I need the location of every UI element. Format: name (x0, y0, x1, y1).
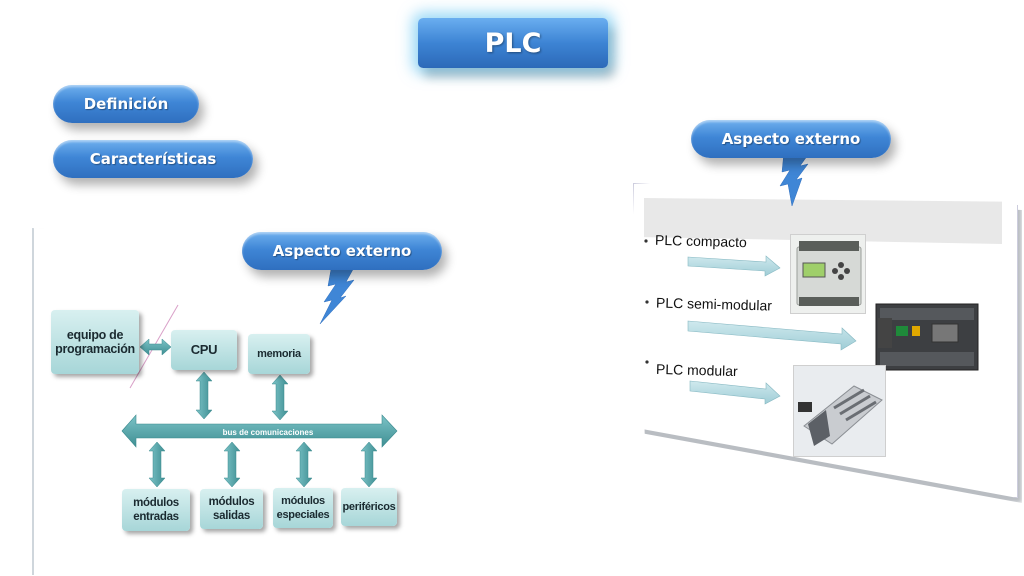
modular-arrow (689, 380, 781, 405)
memoria-label: memoria (257, 348, 301, 360)
aspecto-externo-callout-left[interactable]: Aspecto externo (242, 232, 442, 270)
plc-compacto-image (790, 234, 866, 314)
caracteristicas-button[interactable]: Características (53, 140, 253, 178)
bus-arrow (121, 414, 398, 448)
equipo-line1: equipo de (66, 328, 124, 342)
memoria-bus-arrow (271, 374, 289, 421)
entradas-line2: entradas (133, 511, 179, 523)
cpu-bus-arrow (195, 371, 213, 420)
plc-modular-drawing (798, 385, 883, 446)
title-box[interactable]: PLC (418, 18, 608, 68)
modulos-especiales-block: módulos especiales (273, 488, 333, 528)
page-title: PLC (484, 27, 542, 59)
salidas-line1: módulos (208, 496, 255, 508)
plc-compacto-drawing (796, 241, 862, 306)
cpu-block: CPU (171, 330, 237, 370)
callout-tail-right (779, 151, 811, 207)
plc-compacto-label: PLC compacto (654, 231, 748, 251)
perifericos-bus-arrow (360, 441, 378, 488)
modulos-salidas-block: módulos salidas (200, 489, 263, 529)
plc-modular-label: PLC modular (655, 360, 738, 380)
definicion-button[interactable]: Definición (53, 85, 199, 123)
plc-semimodular-drawing (875, 303, 979, 371)
compacto-arrow (687, 255, 781, 277)
perifericos-label: periféricos (342, 501, 396, 513)
perifericos-block: periféricos (341, 488, 397, 526)
bus-label: bus de comunicaciones (223, 428, 314, 437)
definicion-label: Definición (83, 95, 169, 113)
cpu-label: CPU (190, 342, 218, 357)
entradas-line1: módulos (133, 497, 179, 509)
salidas-line2: salidas (213, 510, 250, 522)
modulos-entradas-block: módulos entradas (122, 489, 190, 531)
caracteristicas-label: Características (89, 150, 217, 168)
semimodular-arrow (687, 320, 857, 351)
callout-left-label: Aspecto externo (272, 242, 412, 260)
plc-semimodular-label: PLC semi-modular (655, 294, 773, 314)
plc-modular-image (793, 365, 886, 457)
callout-right-label: Aspecto externo (721, 130, 861, 148)
equipo-line2: programación (55, 342, 135, 356)
callout-tail-left (319, 263, 357, 325)
aspecto-externo-callout-right[interactable]: Aspecto externo (691, 120, 891, 158)
plc-semimodular-image (872, 298, 982, 376)
especiales-line1: módulos (281, 495, 325, 507)
memoria-block: memoria (248, 334, 310, 374)
especiales-bus-arrow (295, 441, 313, 488)
entradas-bus-arrow (148, 441, 166, 488)
equipo-programacion-block: equipo de programación (51, 310, 139, 374)
salidas-bus-arrow (223, 441, 241, 488)
especiales-line2: especiales (276, 509, 330, 521)
